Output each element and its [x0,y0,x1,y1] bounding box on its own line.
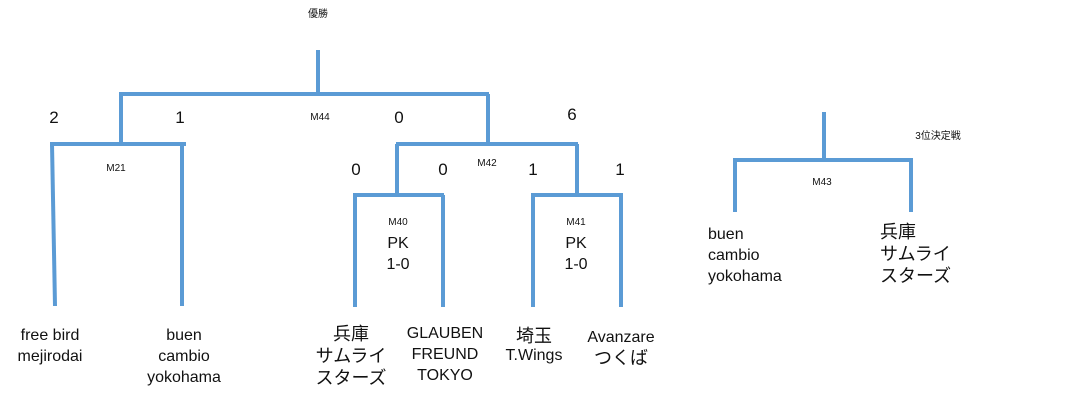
third-place-title: 3位決定戦 [915,131,961,142]
score-m21-loser: 1 [175,108,185,127]
score-m41-right: 1 [615,160,625,179]
team-name-line: つくば [594,348,648,368]
match-label-m44: M44 [310,112,330,123]
team-avanzare-tsukuba: Avanzare つくば [587,327,654,369]
match-label-m42: M42 [477,158,497,169]
m41-pk-score: 1-0 [564,256,588,273]
team-name-line: 兵庫 [332,324,369,344]
team-name-line: TOKYO [417,367,473,384]
match-label-m40: M40 [388,217,408,228]
m40-pk-score: 1-0 [386,256,410,273]
m41-pk-note: PK 1-0 [564,233,587,275]
score-m21-winner: 2 [49,108,59,127]
team-name-line: buen [166,327,202,344]
team-name-line: スターズ [880,266,952,286]
team-name-line: Avanzare [587,329,655,346]
team-name-line: free bird [20,327,80,344]
team-name-line: GLAUBEN [406,325,484,342]
score-m40-left: 0 [351,160,361,179]
team-third-right: 兵庫 サムライ スターズ [880,221,951,287]
team-name-line: FREUND [411,346,479,363]
match-label-m43: M43 [812,177,832,188]
score-m42-left: 0 [394,108,404,127]
match-label-m21: M21 [106,163,126,174]
score-m42-right: 6 [567,105,577,124]
team-buen-cambio: buen cambio yokohama [147,325,221,388]
team-name-line: buen [708,226,744,243]
final-title: 優勝 [308,9,328,20]
team-name-line: yokohama [147,369,221,386]
team-glauben-freund-tokyo: GLAUBEN FREUND TOKYO [407,323,483,386]
team-name-line: yokohama [708,268,782,285]
m21-left-leg [50,143,57,307]
score-m40-right: 0 [438,160,448,179]
m40-pk-note: PK 1-0 [386,233,409,275]
team-name-line: サムライ [315,346,387,366]
team-name-line: cambio [158,348,210,365]
team-hyogo-samurai-stars: 兵庫 サムライ スターズ [315,323,386,389]
team-free-bird: free bird mejirodai [18,325,83,367]
team-name-line: スターズ [315,368,387,388]
match-label-m41: M41 [566,217,586,228]
team-saitama-t-wings: 埼玉 T.Wings [506,326,563,366]
team-name-line: cambio [708,247,760,264]
team-name-line: 兵庫 [880,222,916,242]
team-name-line: mejirodai [17,348,83,365]
m41-pk-label: PK [565,235,587,252]
score-m41-left: 1 [528,160,538,179]
team-third-left: buen cambio yokohama [708,224,782,287]
team-name-line: T.Wings [505,347,563,364]
m40-pk-label: PK [387,235,409,252]
team-name-line: サムライ [880,244,951,264]
team-name-line: 埼玉 [516,326,552,346]
